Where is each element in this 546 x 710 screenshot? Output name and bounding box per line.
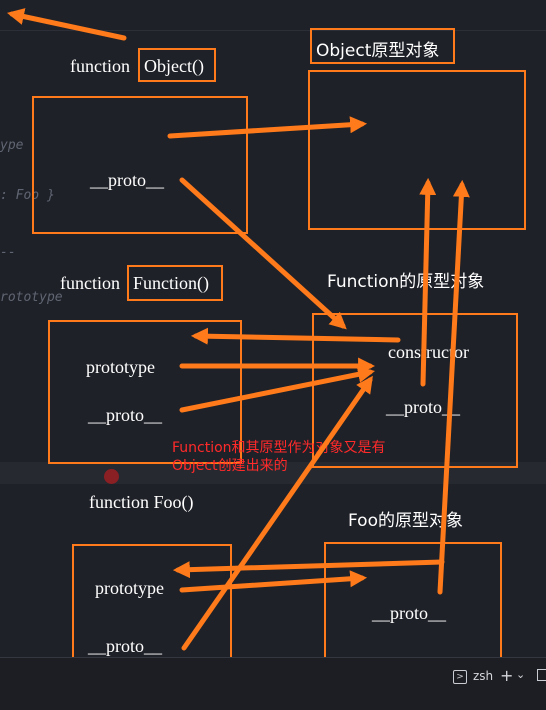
annotation-note-line-2: Object创建出来的 (172, 458, 288, 474)
function-fn-keyword: function (60, 273, 120, 293)
editor-ghost-text-3: -- (0, 245, 16, 260)
arrow-foo-proto-to-function-proto (181, 375, 373, 651)
function-fn-box (48, 320, 242, 464)
object-fn-keyword: function (70, 56, 130, 76)
terminal-bar: > zsh + ⌄ (0, 657, 546, 710)
arrow-function-proto-link (179, 366, 375, 413)
object-proto-title: Object原型对象 (316, 41, 440, 61)
function-proto-proto-label: __proto__ (386, 397, 460, 417)
object-fn-name-box (138, 48, 216, 82)
editor-divider (0, 30, 546, 31)
terminal-shell-icon[interactable]: > (453, 670, 467, 684)
editor-ghost-text-1: ype (0, 138, 24, 153)
arrow-foo-proto-to-object-proto (437, 179, 470, 595)
foo-fn-proto-label: __proto__ (88, 636, 162, 656)
split-terminal-icon[interactable] (537, 669, 546, 681)
function-fn-prototype-label: prototype (86, 357, 155, 377)
object-fn-proto-label: __proto__ (90, 170, 164, 190)
cursor-dot (104, 469, 119, 484)
function-proto-title: Function的原型对象 (327, 272, 485, 292)
function-fn-name-box (127, 265, 223, 301)
function-fn-proto-label: __proto__ (88, 405, 162, 425)
foo-proto-title: Foo的原型对象 (348, 511, 463, 531)
editor-ghost-text-2: : Foo } (0, 188, 55, 203)
function-proto-box (312, 313, 518, 468)
foo-proto-proto-label: __proto__ (372, 603, 446, 623)
arrow-foo-prototype (179, 570, 368, 593)
terminal-add-button[interactable]: + (500, 666, 514, 685)
chevron-down-icon[interactable]: ⌄ (516, 668, 526, 681)
function-proto-constructor-label: constructor (388, 342, 469, 362)
object-proto-title-box (310, 28, 455, 64)
arrow-function-proto-constructor (190, 327, 401, 345)
object-fn-name: Object() (144, 56, 204, 76)
arrow-foo-proto-constructor (172, 559, 445, 579)
editor-ghost-text-4: rototype (0, 290, 63, 305)
arrow-top-left (7, 8, 127, 41)
terminal-shell-name[interactable]: zsh (473, 669, 494, 683)
arrow-object-prototype (167, 116, 368, 139)
arrow-object-proto-to-function-proto (179, 177, 347, 330)
object-proto-box (308, 70, 526, 230)
object-fn-box (32, 96, 248, 234)
foo-fn-label: function Foo() (89, 492, 194, 512)
function-fn-name: Function() (133, 273, 209, 293)
arrow-function-proto-to-object-proto (419, 177, 437, 387)
foo-fn-prototype-label: prototype (95, 578, 164, 598)
annotation-note-line-1: Function和其原型作为对象又是有 (172, 440, 386, 456)
